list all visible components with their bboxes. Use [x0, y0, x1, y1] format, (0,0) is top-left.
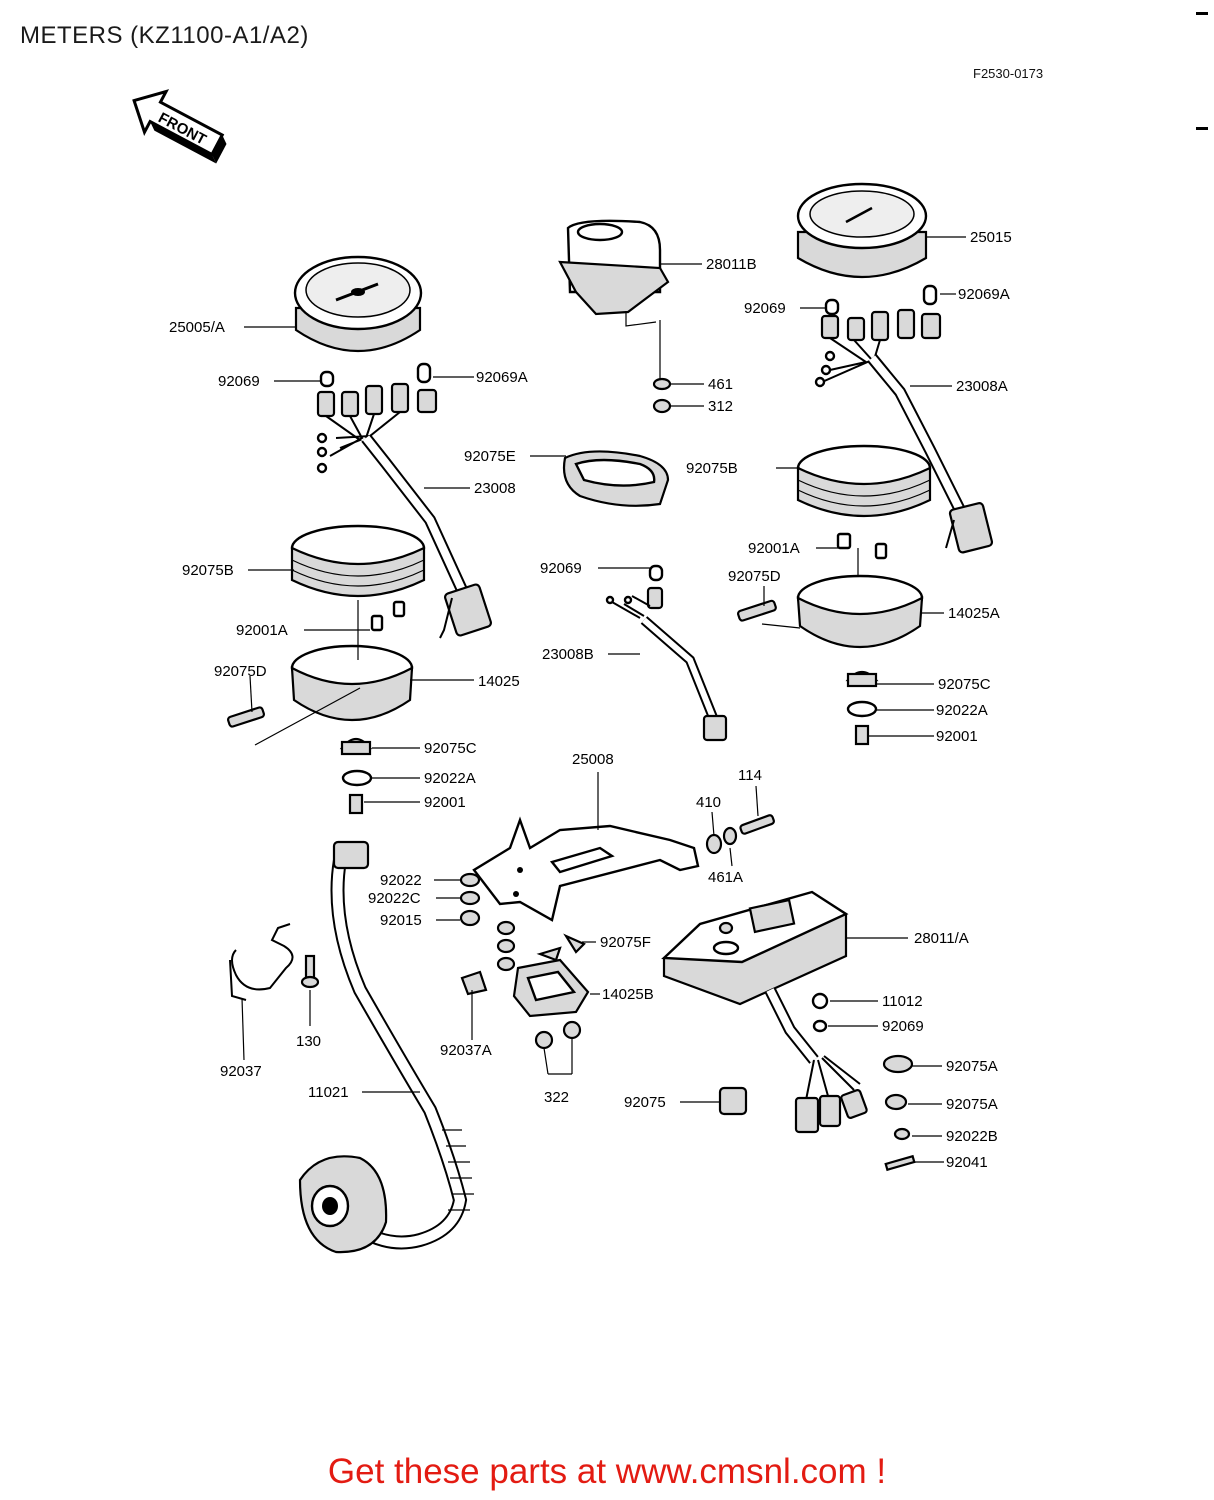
- washer-461-drawing: [652, 377, 672, 391]
- nuts-322-drawing: [534, 1020, 582, 1075]
- page-title: METERS (KZ1100-A1/A2): [20, 22, 309, 49]
- mount-14025b-drawing: [512, 933, 590, 1018]
- clamp-92037a-drawing: [460, 970, 488, 996]
- label-92075b-right: 92075B: [686, 460, 738, 477]
- housing-28011b-drawing: [558, 219, 670, 327]
- clamp-92037-drawing: [229, 923, 320, 1001]
- label-92001a-right: 92001A: [748, 540, 800, 557]
- case-14025a-drawing: [737, 532, 924, 649]
- bracket-25008-drawing: [472, 816, 700, 922]
- label-92069-right: 92069: [744, 300, 786, 317]
- label-92041: 92041: [946, 1154, 988, 1171]
- bracket-hardware-drawing: [459, 814, 775, 972]
- label-25005a: 25005/A: [169, 319, 225, 336]
- footer-cta[interactable]: Get these parts at www.cmsnl.com !: [0, 1452, 1214, 1492]
- part-labels: 25005/A 92069 92069A 23008 92075B 92001A…: [169, 229, 1012, 1171]
- center-meter-assembly: [558, 219, 728, 742]
- left-meter-assembly: [227, 255, 492, 815]
- label-322: 322: [544, 1089, 569, 1106]
- front-arrow-icon: FRONT: [132, 89, 227, 164]
- indicator-small-parts-drawing: [718, 992, 916, 1172]
- label-92075a-1: 92075A: [946, 1058, 998, 1075]
- label-92022b: 92022B: [946, 1128, 998, 1145]
- label-25008: 25008: [572, 751, 614, 768]
- label-92075d-right: 92075D: [728, 568, 781, 585]
- label-92037a: 92037A: [440, 1042, 492, 1059]
- label-92022c: 92022C: [368, 890, 421, 907]
- label-11012: 11012: [882, 993, 923, 1010]
- label-92069-left: 92069: [218, 373, 260, 390]
- indicator-28011a-drawing: [661, 890, 849, 1006]
- label-92075b-left: 92075B: [182, 562, 234, 579]
- indicator-harness-drawing: [764, 987, 868, 1134]
- label-92069-center: 92069: [540, 560, 582, 577]
- label-92022a-left: 92022A: [424, 770, 476, 787]
- case-14025-drawing: [227, 600, 414, 746]
- label-92037: 92037: [220, 1063, 262, 1080]
- label-92075c-left: 92075C: [424, 740, 477, 757]
- label-92069a-left: 92069A: [476, 369, 528, 386]
- nut-312-drawing: [652, 398, 672, 414]
- label-92015: 92015: [380, 912, 422, 929]
- indicator-assembly: [661, 890, 916, 1172]
- label-92001a-left: 92001A: [236, 622, 288, 639]
- housing-11021-drawing: [298, 1155, 388, 1254]
- lower-left-assembly: [229, 840, 474, 1254]
- rubber-92075b-right-drawing: [796, 444, 932, 518]
- label-92075e: 92075E: [464, 448, 516, 465]
- figure-code: F2530-0173: [973, 66, 1044, 81]
- footer-cta-text[interactable]: Get these parts at www.cmsnl.com !: [327, 1452, 887, 1491]
- label-410: 410: [696, 794, 721, 811]
- label-92069-lower: 92069: [882, 1018, 924, 1035]
- harness-23008b-drawing: [605, 564, 728, 742]
- label-14025a: 14025A: [948, 605, 1000, 622]
- label-92075d-left: 92075D: [214, 663, 267, 680]
- cable-11021-drawing: [330, 840, 474, 1250]
- label-92001-left: 92001: [424, 794, 466, 811]
- label-25015: 25015: [970, 229, 1012, 246]
- corner-ticks: [1196, 12, 1208, 130]
- label-461: 461: [708, 376, 733, 393]
- bulb-sockets-right-drawing: [814, 284, 994, 554]
- label-461a: 461A: [708, 869, 743, 886]
- rubber-92075b-left-drawing: [290, 524, 426, 598]
- label-28011b: 28011B: [706, 256, 757, 273]
- meter-25015-drawing: [796, 182, 928, 279]
- bracket-assembly: [459, 814, 775, 1075]
- rubber-92075e-drawing: [562, 450, 670, 507]
- label-14025b: 14025B: [602, 986, 654, 1003]
- label-11021: 11021: [308, 1084, 349, 1101]
- bulb-sockets-left-drawing: [316, 362, 492, 639]
- label-23008a: 23008A: [956, 378, 1008, 395]
- label-28011a: 28011/A: [914, 930, 969, 947]
- label-14025: 14025: [478, 673, 520, 690]
- label-23008b: 23008B: [542, 646, 594, 663]
- label-92022a-right: 92022A: [936, 702, 988, 719]
- label-92075a-2: 92075A: [946, 1096, 998, 1113]
- label-92075f: 92075F: [600, 934, 651, 951]
- label-92075: 92075: [624, 1094, 666, 1111]
- label-92075c-right: 92075C: [938, 676, 991, 693]
- label-312: 312: [708, 398, 733, 415]
- label-92022: 92022: [380, 872, 422, 889]
- meter-25005a-drawing: [293, 255, 423, 353]
- mount-hardware-left-drawing: [339, 737, 373, 815]
- label-130: 130: [296, 1033, 321, 1050]
- label-23008: 23008: [474, 480, 516, 497]
- leader-lines: [241, 236, 966, 1163]
- right-meter-assembly: [737, 182, 994, 746]
- mount-hardware-right-drawing: [845, 670, 879, 746]
- label-114: 114: [738, 767, 762, 784]
- label-92001-right: 92001: [936, 728, 978, 745]
- label-92069a-right: 92069A: [958, 286, 1010, 303]
